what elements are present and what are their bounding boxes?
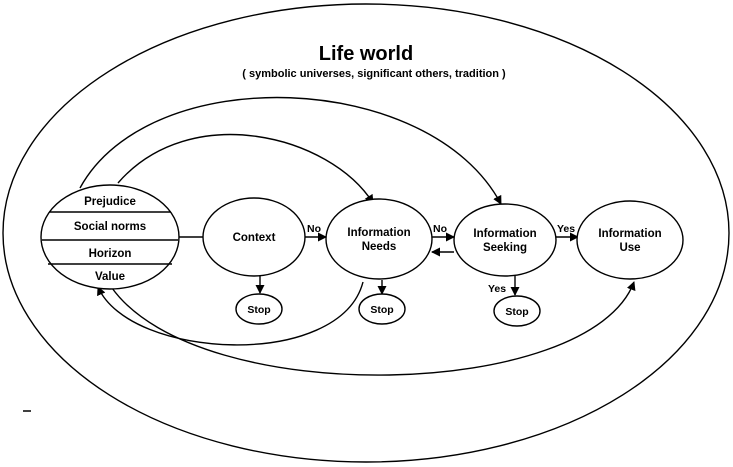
context-stop-label: Stop [247, 304, 270, 316]
seeking-stop-node: Stop [493, 295, 541, 327]
information-needs-node: Information Needs [325, 198, 433, 280]
social-norms-label: Social norms [74, 221, 146, 233]
needs-stop-label: Stop [370, 304, 393, 316]
arc-top-to-seeking [79, 96, 502, 205]
information-use-node: Information Use [576, 200, 684, 280]
information-seeking-label-line1: Information [473, 228, 536, 240]
information-needs-label-line2: Needs [362, 241, 397, 253]
prejudice-label: Prejudice [84, 196, 136, 208]
context-stop-node: Stop [235, 293, 283, 325]
diagram-title: Life world [319, 43, 413, 65]
context-label: Context [233, 232, 276, 244]
information-needs-label-line1: Information [347, 227, 410, 239]
arc-middle-to-needs [117, 133, 374, 204]
seeking-stop-label: Stop [505, 306, 528, 318]
information-use-label-line1: Information [598, 228, 661, 240]
diagram-subtitle: ( symbolic universes, significant others… [242, 68, 506, 80]
information-seeking-node: Information Seeking [453, 203, 557, 277]
prejudice-circle: Prejudice Social norms Horizon Value [40, 184, 180, 290]
edge-label-seeking-stop: Yes [488, 283, 506, 295]
value-label: Value [95, 271, 125, 283]
context-node: Context [202, 197, 306, 277]
edge-label-context-needs: No [307, 223, 321, 235]
needs-stop-node: Stop [358, 293, 406, 325]
information-use-label-line2: Use [619, 242, 640, 254]
edge-label-seeking-use: Yes [557, 223, 575, 235]
edge-label-needs-seeking: No [433, 223, 447, 235]
arc-needs-back-to-value [97, 281, 364, 346]
horizon-label: Horizon [89, 248, 132, 260]
information-seeking-label-line2: Seeking [483, 242, 527, 254]
arc-bottom-to-use [111, 281, 636, 376]
